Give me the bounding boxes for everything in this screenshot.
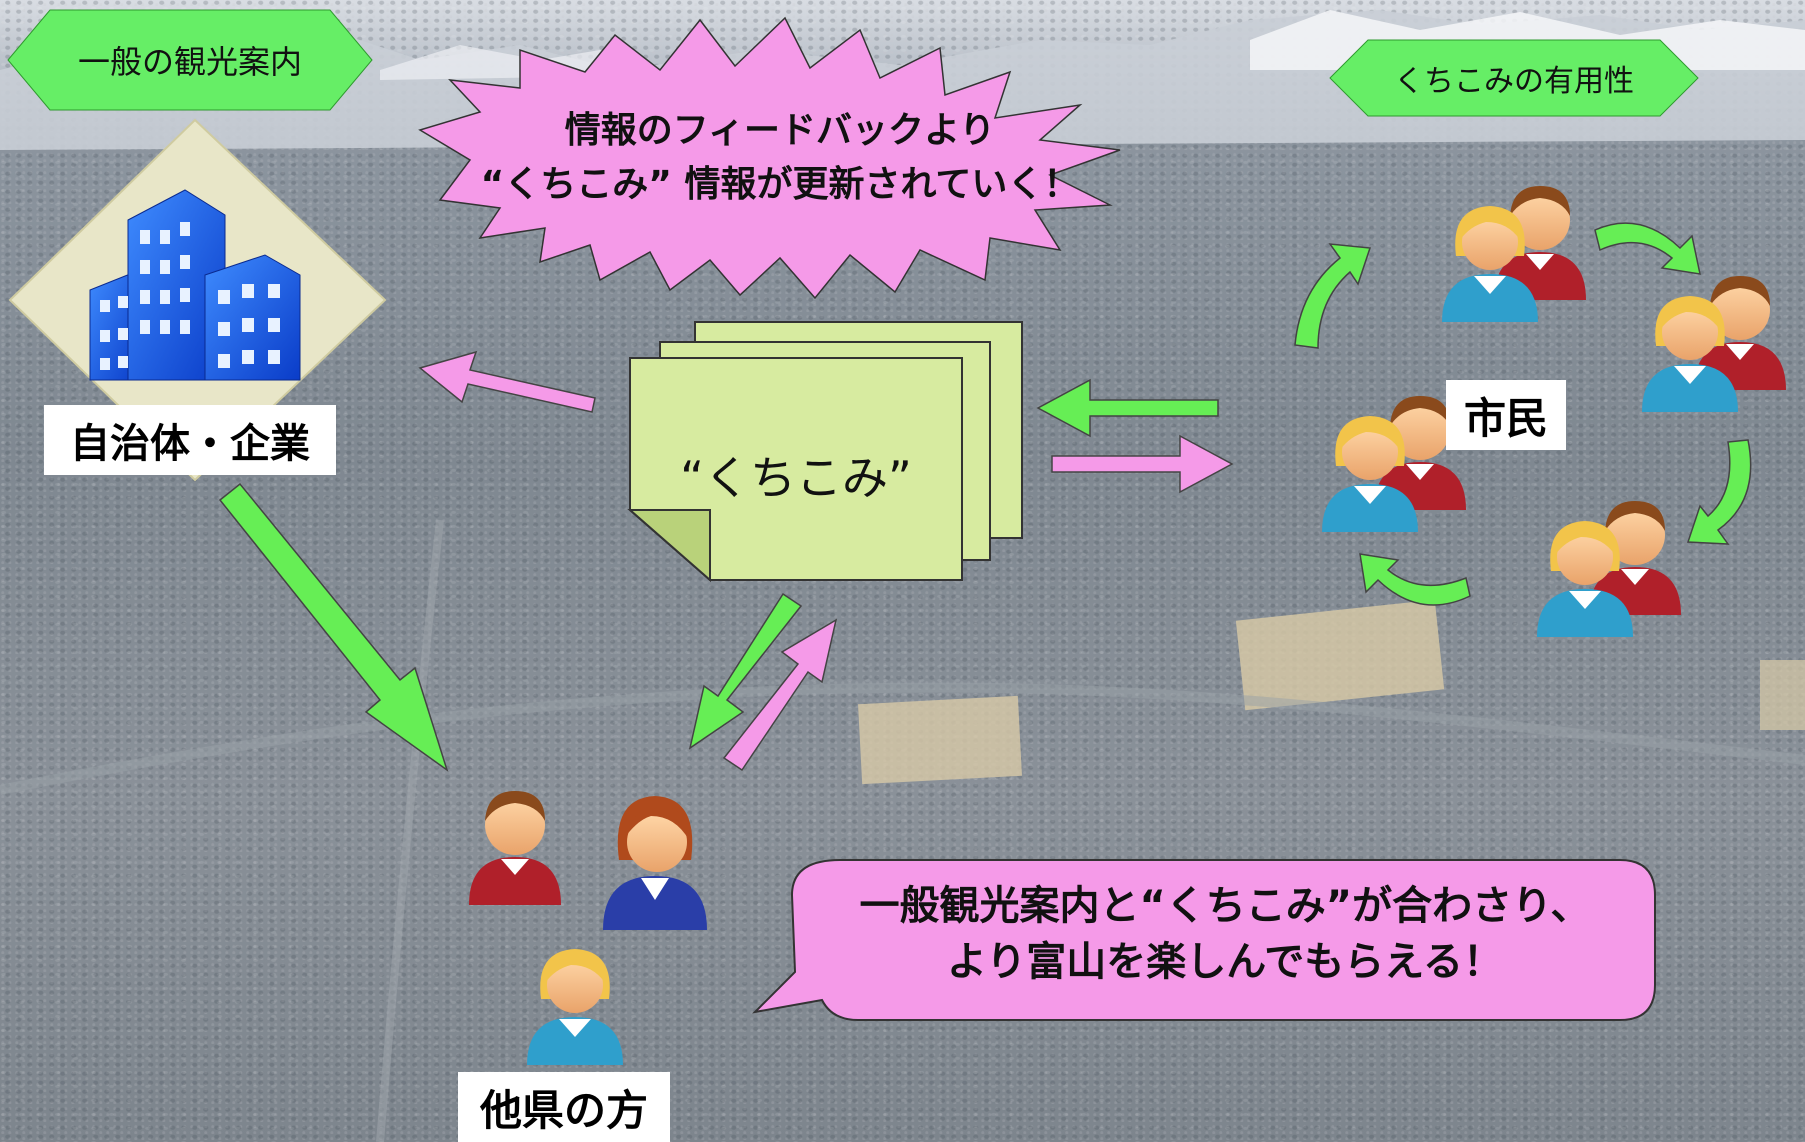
citizens-group-right [1642, 276, 1786, 412]
arrow-citizens-to-note [1036, 378, 1219, 438]
starburst-shape [418, 16, 1121, 300]
arrow-visitors-to-note [722, 618, 838, 772]
hex-banner-left-label: 一般の観光案内 [77, 43, 302, 81]
building-icon [89, 189, 301, 381]
burst-line-1: 情報のフィードバックより [564, 110, 996, 151]
citizens-group-top [1442, 186, 1586, 322]
arrow-note-to-org [418, 350, 596, 413]
hex-banner-right [1329, 39, 1699, 117]
org-label: 自治体・企業 [44, 405, 336, 475]
kuchikomi-note-label: “くちこみ” [680, 451, 912, 505]
visitors-group [469, 791, 707, 1065]
visitors-label: 他県の方 [458, 1072, 670, 1142]
arrow-org-to-visitors [218, 482, 449, 772]
arrow-note-to-citizens [1051, 434, 1234, 494]
arrow-note-to-visitors [688, 592, 803, 750]
citizens-label: 市民 [1446, 380, 1566, 450]
burst-line-2: “くちこみ” 情報が更新されていく！ [480, 164, 1080, 205]
hex-banner-left [7, 9, 373, 111]
kuchikomi-note-stack [627, 321, 1023, 583]
callout-line-1: 一般観光案内と“くちこみ”が合わさり、 [859, 883, 1591, 929]
citizens-group-bottom [1537, 501, 1681, 637]
callout-bubble [752, 859, 1656, 1021]
cycle-arrows [1294, 222, 1752, 606]
citizens-group-center [1322, 396, 1466, 532]
hex-banner-right-label: くちこみの有用性 [1394, 64, 1634, 99]
callout-line-2: より富山を楽しんでもらえる！ [947, 939, 1503, 985]
